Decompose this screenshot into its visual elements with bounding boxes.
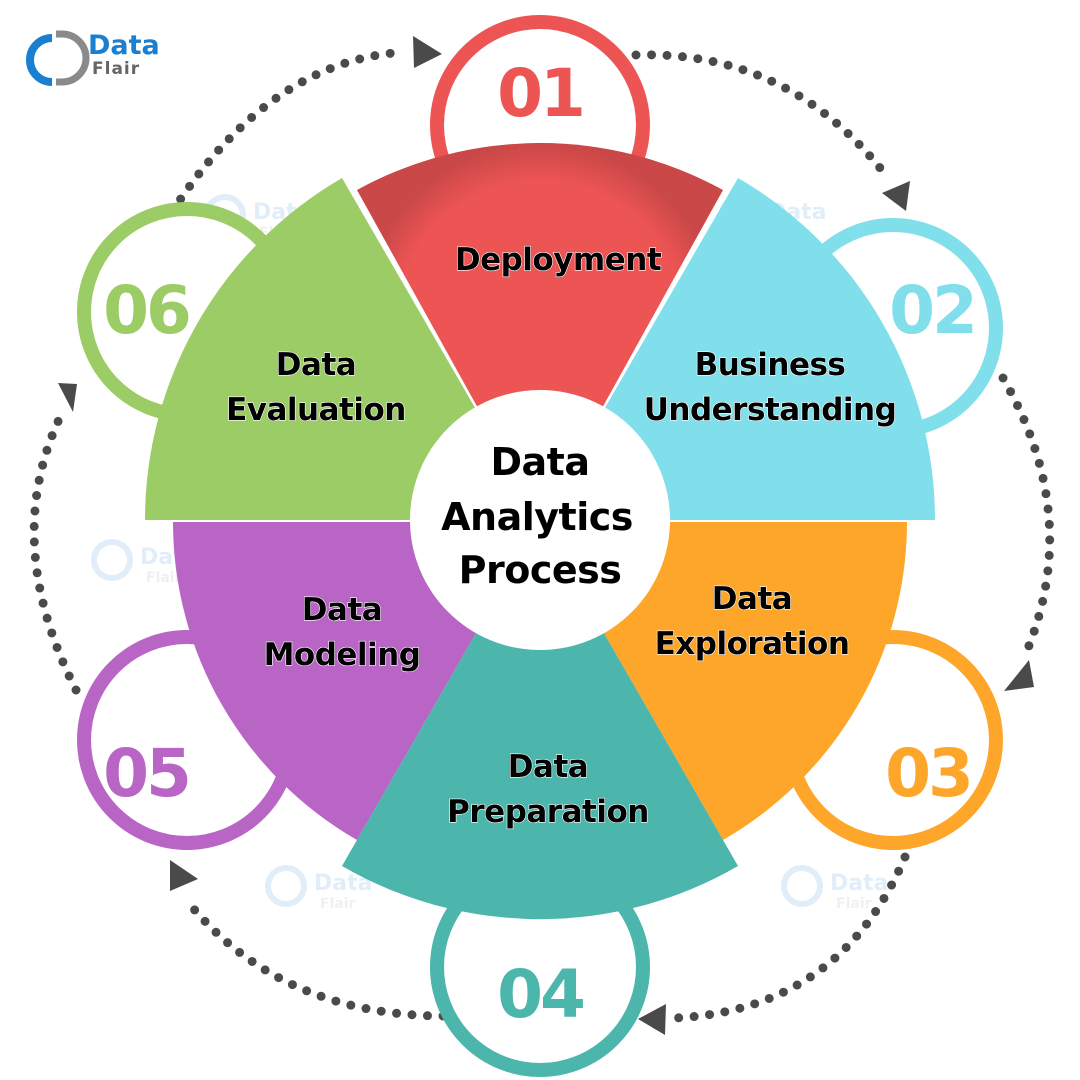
- segment-labels: Deployment Business Understanding Data E…: [226, 241, 898, 830]
- logo-text-flair: Flair: [92, 59, 140, 79]
- arrow-02-to-03: [998, 373, 1055, 665]
- arrow-05-to-06: [29, 408, 81, 695]
- number-04: 04: [497, 956, 583, 1033]
- arrowhead-to-05: [170, 860, 198, 891]
- number-05: 05: [103, 735, 189, 812]
- cycle-arrows: [29, 47, 1055, 1023]
- svg-text:Flair: Flair: [836, 896, 872, 912]
- center-circle: [410, 390, 670, 650]
- dataflair-logo: Data Flair: [26, 30, 160, 86]
- label-05-line2: Modeling: [264, 637, 421, 673]
- label-05-line1: Data: [302, 592, 382, 628]
- logo-icon: [26, 30, 90, 86]
- segment-06-data-evaluation: [144, 178, 540, 520]
- arrowhead-to-01: [413, 36, 442, 68]
- label-03-line1: Data: [712, 581, 792, 617]
- arrowhead-to-03: [1004, 660, 1034, 691]
- segment-02-business-understanding: [540, 178, 936, 520]
- arrowheads: [58, 36, 1034, 1035]
- number-03: 03: [885, 735, 971, 812]
- label-02-line2: Understanding: [644, 392, 897, 428]
- segment-01-shade: [357, 143, 723, 521]
- center-title: Data Analytics Process: [441, 440, 633, 592]
- segment-04-data-preparation: [342, 522, 738, 920]
- number-06: 06: [103, 272, 189, 349]
- label-01-line1: Deployment: [455, 242, 662, 278]
- center-title-line2: Analytics: [441, 495, 633, 539]
- logo-text-data: Data: [88, 30, 160, 61]
- arrowhead-to-04: [638, 1004, 666, 1035]
- svg-text:Flair: Flair: [146, 570, 182, 586]
- label-04-line2: Preparation: [447, 794, 649, 830]
- step-numbers: 01 02 03 04 05 06: [103, 55, 978, 1033]
- label-06-line1: Data: [276, 347, 356, 383]
- arrow-06-to-01: [167, 47, 410, 217]
- arrowhead-to-06: [58, 383, 77, 412]
- svg-text:Flair: Flair: [320, 896, 356, 912]
- arrow-04-to-05: [183, 897, 448, 1021]
- label-03-line2: Exploration: [655, 626, 850, 662]
- label-02-line1: Business: [695, 347, 846, 383]
- center-title-line1: Data: [491, 440, 590, 484]
- label-04-line1: Data: [508, 749, 588, 785]
- svg-text:Data: Data: [830, 871, 888, 896]
- label-06-line2: Evaluation: [226, 392, 406, 428]
- number-02: 02: [889, 272, 975, 349]
- center-title-line3: Process: [459, 548, 622, 592]
- number-01: 01: [497, 55, 583, 132]
- arrowhead-to-02: [882, 181, 910, 211]
- arrow-01-to-02: [631, 50, 893, 183]
